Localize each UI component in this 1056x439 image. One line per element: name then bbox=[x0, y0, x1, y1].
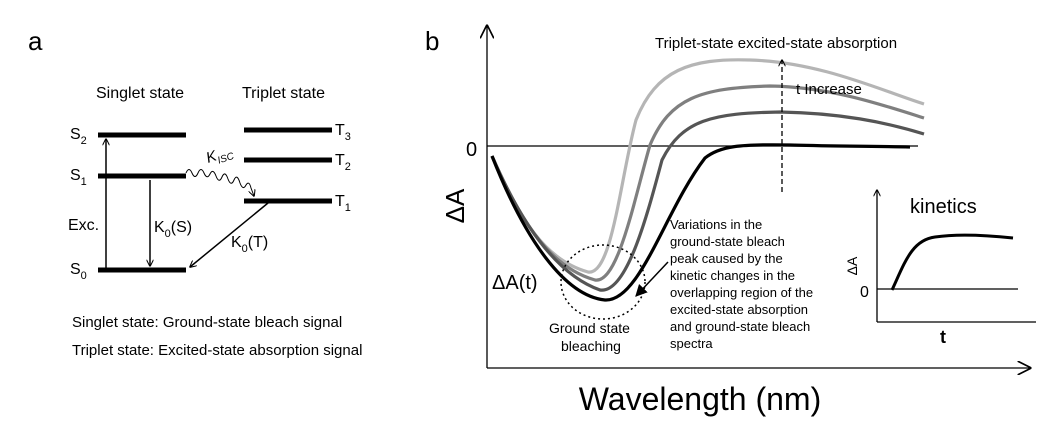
ground-state-label-2: bleaching bbox=[561, 338, 621, 354]
spectrum-curve-latest bbox=[490, 58, 925, 274]
note-arrow bbox=[635, 261, 669, 297]
variation-note-line: peak caused by the bbox=[670, 251, 783, 266]
kinetics-curve bbox=[890, 233, 1014, 291]
variation-note-line: spectra bbox=[670, 336, 713, 351]
caption-triplet: Triplet state: Excited-state absorption … bbox=[72, 342, 362, 359]
zero-label: 0 bbox=[466, 139, 477, 161]
spectrum-curve-initial bbox=[490, 143, 911, 302]
triplet-state-title: Triplet state bbox=[242, 85, 325, 102]
isc-label: KISC bbox=[204, 142, 236, 170]
t-increase-label: t Increase bbox=[796, 81, 862, 98]
spectrum-curve-2 bbox=[490, 110, 925, 292]
panel-b-label: b bbox=[425, 26, 439, 56]
caption-singlet: Singlet state: Ground-state bleach signa… bbox=[72, 314, 342, 331]
label-s0: S0 bbox=[70, 261, 87, 282]
inset-y-label: ΔA bbox=[844, 256, 860, 275]
y-axis-label: ΔA bbox=[440, 188, 470, 223]
variation-note-line: kinetic changes in the bbox=[670, 268, 795, 283]
kinetics-inset: kinetics ΔA 0 t bbox=[844, 190, 1036, 347]
k0s-label: K0(S) bbox=[154, 219, 192, 240]
panel-b: b 0 ΔA Wavelength (nm) Triplet-state exc… bbox=[425, 26, 1036, 417]
esa-title: Triplet-state excited-state absorption bbox=[655, 35, 897, 52]
isc-wavy-arrow bbox=[185, 169, 254, 197]
variation-note-line: overlapping region of the bbox=[670, 285, 813, 300]
panel-a-label: a bbox=[28, 26, 43, 56]
ground-state-ellipse bbox=[560, 244, 646, 320]
inset-title: kinetics bbox=[910, 196, 977, 218]
variation-note-line: and ground-state bleach bbox=[670, 319, 810, 334]
variation-note: Variations in the ground-state bleach pe… bbox=[670, 217, 813, 351]
label-t3: T3 bbox=[335, 122, 351, 143]
variation-note-line: excited-state absorption bbox=[670, 302, 808, 317]
x-axis-label: Wavelength (nm) bbox=[579, 381, 821, 417]
label-s2: S2 bbox=[70, 126, 87, 147]
delta-a-t-label: ΔA(t) bbox=[492, 272, 538, 294]
label-s1: S1 bbox=[70, 167, 87, 188]
k0t-label: K0(T) bbox=[231, 234, 268, 255]
variation-note-line: Variations in the bbox=[670, 217, 762, 232]
ground-state-label-1: Ground state bbox=[549, 320, 630, 336]
label-t1: T1 bbox=[335, 193, 351, 214]
variation-note-line: ground-state bleach bbox=[670, 234, 785, 249]
k0t-arrow bbox=[190, 202, 269, 267]
label-t2: T2 bbox=[335, 152, 351, 173]
exc-label: Exc. bbox=[68, 217, 99, 234]
inset-x-label: t bbox=[940, 327, 946, 347]
panel-a: a Singlet state Triplet state S2 S1 S0 T… bbox=[28, 26, 362, 359]
singlet-state-title: Singlet state bbox=[96, 85, 184, 102]
inset-zero-label: 0 bbox=[860, 284, 869, 301]
